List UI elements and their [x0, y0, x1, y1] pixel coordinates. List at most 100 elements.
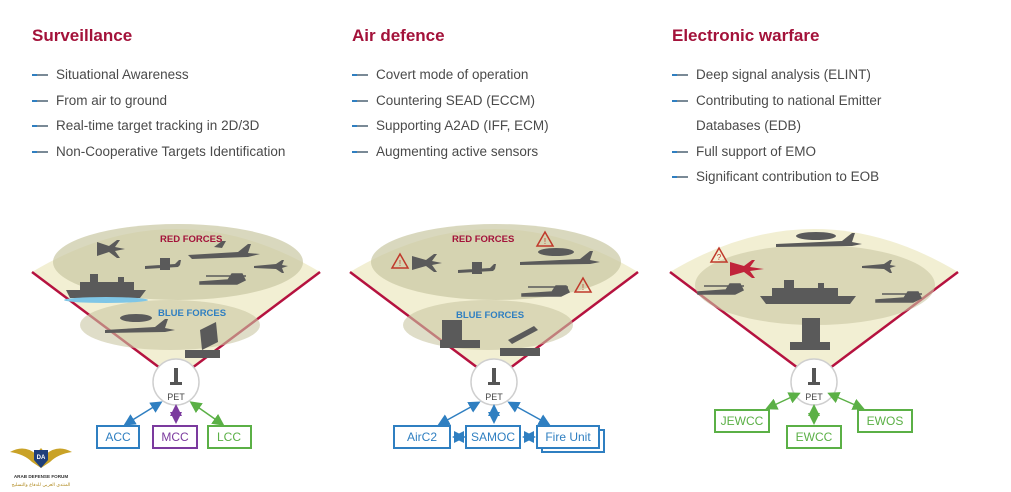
bullet-text: Deep signal analysis (ELINT) [696, 67, 871, 82]
electronic-warfare-title: Electronic warfare [672, 26, 820, 45]
surveillance-diagram: RED FORCES BLUE FORCES PET ACC MCC LCC [31, 224, 321, 449]
dash-icon [32, 99, 48, 102]
bullet-item: Real-time target tracking in 2D/3D [32, 115, 285, 141]
dash-icon [672, 150, 688, 153]
dash-icon [672, 99, 688, 102]
dash-icon [672, 74, 688, 76]
fire-unit-node-box [536, 425, 600, 449]
shield-icon [34, 450, 48, 468]
warning-icon [573, 276, 593, 293]
fighter-jet-icon [254, 260, 288, 273]
samoc-node-label: SAMOC [471, 430, 515, 444]
bullet-text: Covert mode of operation [376, 67, 529, 82]
warning-mark: ! [544, 237, 546, 246]
logo-text-english: ARAB DEFENSE FORUM [14, 474, 69, 479]
air-defence-title: Air defence [352, 26, 445, 45]
logo-text-arabic: المنتدى العربي للدفاع والتسليح [12, 483, 71, 488]
red-forces-label: RED FORCES [452, 234, 514, 245]
warning-mark: ! [399, 259, 401, 268]
pet-label: PET [485, 392, 503, 402]
fire-unit-link-arrow [507, 401, 551, 426]
awacs-plane-icon [520, 248, 600, 265]
airc2-node-box [393, 425, 451, 449]
acc-node-box [96, 425, 140, 449]
arab-defense-forum-logo: DA ARAB DEFENSE FORUM المنتدى العربي للد… [10, 448, 72, 488]
radar-truck-icon [185, 322, 220, 358]
dash-icon [32, 125, 48, 128]
air-defence-diagram: RED FORCES BLUE FORCES ! ! ! PET AirC2 S… [349, 224, 639, 453]
bullet-item: Non-Cooperative Targets Identification [32, 141, 285, 167]
dash-icon [352, 74, 368, 76]
bullet-text: Augmenting active sensors [376, 143, 539, 159]
ewos-node-box [857, 409, 913, 433]
jewcc-link-arrow [765, 392, 801, 410]
bullet-item: Contributing to national Emitter [672, 90, 881, 116]
bullet-text: Full support of EMO [696, 143, 817, 159]
warning-icon [709, 246, 729, 263]
helicopter-icon [875, 291, 923, 303]
acc-node-label: ACC [105, 430, 131, 444]
surveillance-title: Surveillance [32, 26, 133, 45]
launcher-truck-icon [500, 326, 540, 356]
svg-text:DA: DA [37, 455, 46, 461]
pet-label: PET [805, 392, 823, 402]
helicopter-icon [697, 283, 745, 295]
dash-icon [352, 125, 368, 128]
bullet-item: Supporting A2AD (IFF, ECM) [352, 115, 549, 141]
warning-icon [535, 230, 555, 247]
blue-forces-label: BLUE FORCES [158, 308, 226, 319]
red-forces-label: RED FORCES [160, 234, 222, 245]
ewos-link-arrow [827, 392, 865, 410]
red-zone [371, 224, 621, 300]
warning-mark: ! [582, 283, 584, 292]
bullet-item: Situational Awareness [32, 64, 285, 90]
bullet-item-continuation: Databases (EDB) [672, 115, 881, 141]
drone-icon [458, 262, 496, 274]
acc-link-arrow [123, 401, 163, 426]
pet-label: PET [167, 392, 185, 402]
awacs-plane-icon [776, 232, 862, 247]
fire-unit-node-label: Fire Unit [545, 430, 591, 444]
ewcc-node-box [786, 425, 842, 449]
bullet-item: Deep signal analysis (ELINT) [672, 64, 881, 90]
bullet-text: Contributing to national Emitter [696, 92, 882, 108]
bullet-text: Situational Awareness [56, 67, 189, 82]
bullet-item: Augmenting active sensors [352, 141, 549, 167]
bullet-text: Databases (EDB) [696, 118, 802, 134]
mcc-node-box [152, 425, 198, 449]
warship-icon [66, 274, 146, 298]
lcc-node-label: LCC [217, 430, 241, 444]
dash-icon [352, 150, 368, 153]
surveillance-bullets: Situational Awareness From air to ground… [32, 64, 285, 166]
jewcc-node-label: JEWCC [721, 414, 764, 428]
warship-icon [760, 280, 856, 304]
bullet-text: Countering SEAD (ECCM) [376, 92, 536, 108]
bullet-item: Full support of EMO [672, 141, 881, 167]
airc2-link-arrow [437, 401, 481, 426]
lcc-node-box [207, 425, 252, 449]
airc2-node-label: AirC2 [407, 430, 437, 444]
lcc-link-arrow [189, 401, 225, 426]
samoc-node-box [465, 425, 521, 449]
helicopter-icon [199, 273, 247, 285]
warning-mark: ? [717, 253, 722, 262]
fighter-jet-icon [862, 260, 896, 273]
electronic-warfare-diagram: ? PET JEWCC EWCC EWOS [669, 229, 959, 449]
dash-icon [32, 150, 48, 153]
air-defence-bullets: Covert mode of operation Countering SEAD… [352, 64, 549, 166]
bullet-item: Countering SEAD (ECCM) [352, 90, 549, 116]
helicopter-icon [521, 285, 571, 297]
water-wake [64, 297, 148, 303]
pet-sensor-icon [808, 368, 820, 385]
pet-sensor-icon [488, 368, 500, 385]
bullet-text: Supporting A2AD (IFF, ECM) [376, 118, 549, 134]
bullet-item: Significant contribution to EOB [672, 166, 881, 192]
bullet-text: Real-time target tracking in 2D/3D [56, 118, 260, 134]
fighter-jet-icon [97, 240, 125, 258]
ewos-node-label: EWOS [867, 414, 904, 428]
fighter-jet-icon [412, 254, 442, 272]
blue-zone [403, 300, 573, 350]
bullet-text: Significant contribution to EOB [696, 169, 880, 185]
pet-sensor-icon [170, 368, 182, 385]
